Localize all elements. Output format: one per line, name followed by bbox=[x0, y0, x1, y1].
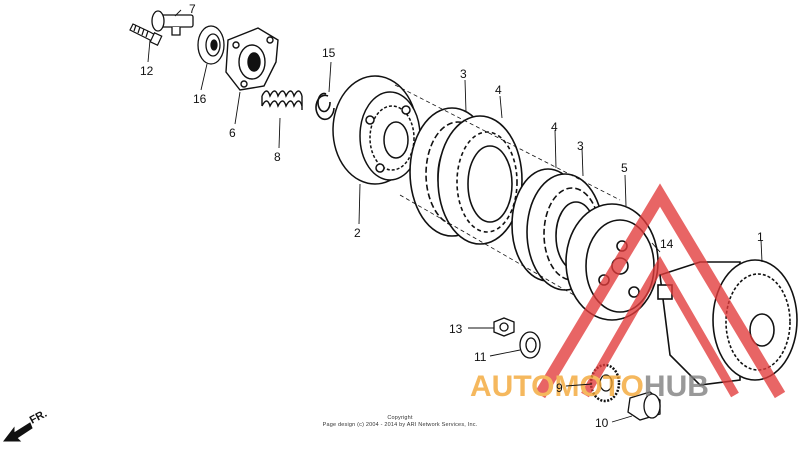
copyright-title: Copyright bbox=[387, 415, 413, 421]
label-part-14: 14 bbox=[660, 237, 674, 251]
part-4-clutch-plate-upper bbox=[437, 115, 523, 245]
label-part-3a: 3 bbox=[460, 67, 467, 81]
watermark-brand-auto: AUTO bbox=[470, 370, 554, 403]
watermark-brand-moto: MOTO bbox=[554, 370, 643, 403]
part-12-bolt bbox=[129, 23, 163, 47]
label-part-1: 1 bbox=[757, 230, 764, 244]
label-part-5: 5 bbox=[621, 161, 628, 175]
label-part-13: 13 bbox=[449, 322, 463, 336]
part-6-lifter-plate bbox=[225, 27, 279, 91]
part-10-collar bbox=[627, 391, 661, 421]
label-part-16: 16 bbox=[193, 92, 207, 106]
label-part-8: 8 bbox=[274, 150, 281, 164]
watermark-logo: AUTOMOTOHUB bbox=[470, 183, 786, 403]
label-part-11: 11 bbox=[474, 350, 487, 364]
label-part-7: 7 bbox=[189, 2, 196, 16]
part-1-clutch-outer bbox=[657, 259, 798, 386]
callout-labels: 7 12 16 6 8 15 2 3 4 4 3 5 14 1 13 11 9 … bbox=[140, 2, 764, 430]
part-7-bolt bbox=[151, 10, 194, 36]
part-8-spring bbox=[261, 90, 303, 110]
label-part-15: 15 bbox=[322, 46, 336, 60]
front-arrow-icon bbox=[2, 422, 33, 442]
label-part-12: 12 bbox=[140, 64, 154, 78]
label-part-6: 6 bbox=[229, 126, 236, 140]
label-part-10: 10 bbox=[595, 416, 609, 430]
label-part-9: 9 bbox=[556, 381, 563, 395]
label-part-4b: 4 bbox=[551, 120, 558, 134]
copyright-notice: Page design (c) 2004 - 2014 by ARI Netwo… bbox=[322, 422, 478, 428]
part-15-circlip bbox=[315, 92, 335, 121]
part-11-washer bbox=[519, 331, 541, 359]
leader-lines bbox=[147, 9, 763, 423]
label-part-4a: 4 bbox=[495, 83, 502, 97]
label-part-3b: 3 bbox=[577, 139, 584, 153]
part-13-nut bbox=[493, 317, 515, 337]
svg-text:AUTOMOTOHUB: AUTOMOTOHUB bbox=[470, 370, 709, 403]
watermark-brand-hub: HUB bbox=[644, 370, 709, 403]
assembly-lines bbox=[394, 84, 621, 311]
part-16-bearing bbox=[197, 25, 225, 65]
label-part-2: 2 bbox=[354, 226, 361, 240]
part-2-drive-plate bbox=[332, 75, 421, 185]
